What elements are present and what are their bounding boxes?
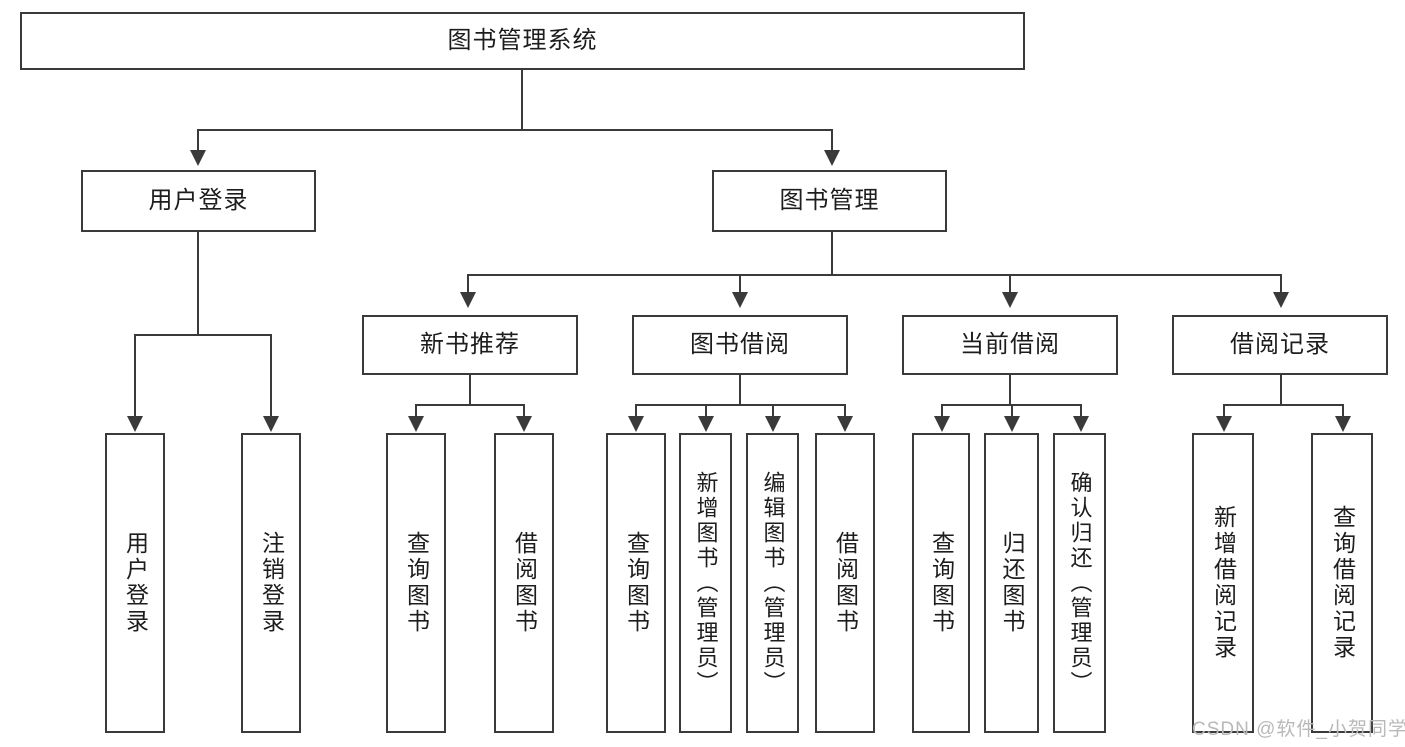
arrowhead-user-login-leaf-1 (127, 416, 143, 432)
connector-bm-to-current-borrow (1009, 274, 1011, 294)
leaf-current-borrow-1[interactable]: 查询图书 (912, 433, 970, 733)
arrowhead-bm-to-current-borrow (1002, 292, 1018, 308)
leaf-book-borrow-3[interactable]: 编辑图书（管理员） (746, 433, 799, 733)
connector-new-book-to-leaf-1 (415, 404, 417, 418)
leaf-new-book-recommend-1[interactable]: 查询图书 (386, 433, 446, 733)
leaf-label: 新增借阅记录 (1210, 505, 1237, 661)
arrowhead-book-borrow-leaf-3 (765, 416, 781, 432)
leaf-book-borrow-4[interactable]: 借阅图书 (815, 433, 875, 733)
node-new-book-recommend[interactable]: 新书推荐 (362, 315, 578, 375)
node-label: 图书管理系统 (447, 26, 598, 54)
leaf-label: 确认归还（管理员） (1067, 470, 1093, 696)
leaf-label: 借阅图书 (832, 531, 859, 635)
connector-book-borrow-to-leaf-1 (635, 404, 637, 418)
watermark-text: CSDN @软件_小贺同学 (1192, 719, 1405, 740)
connector-borrow-record-bar (1223, 404, 1343, 406)
connector-new-book-to-leaf-2 (523, 404, 525, 418)
leaf-borrow-record-1[interactable]: 新增借阅记录 (1192, 433, 1254, 733)
leaf-label: 用户登录 (122, 531, 149, 635)
leaf-label: 查询图书 (928, 531, 955, 635)
connector-current-borrow-stem (1009, 375, 1011, 406)
arrowhead-current-borrow-leaf-1 (934, 416, 950, 432)
leaf-label: 查询图书 (403, 531, 430, 635)
leaf-label: 新增图书（管理员） (693, 470, 719, 696)
connector-borrow-record-to-leaf-1 (1223, 404, 1225, 418)
connector-bm-to-borrow-record (1280, 274, 1282, 294)
connector-current-borrow-to-leaf-2 (1011, 404, 1013, 418)
node-user-login[interactable]: 用户登录 (81, 170, 316, 232)
connector-user-login-bar (134, 334, 271, 336)
leaf-label: 借阅图书 (511, 531, 538, 635)
connector-book-management-bar (467, 274, 1282, 276)
connector-bm-to-new-book (467, 274, 469, 294)
connector-book-borrow-stem (739, 375, 741, 406)
node-root-book-management-system[interactable]: 图书管理系统 (20, 12, 1025, 70)
node-label: 图书管理 (779, 186, 880, 214)
connector-root-to-book-management (831, 129, 833, 152)
connector-book-borrow-to-leaf-3 (772, 404, 774, 418)
connector-root-to-user-login (197, 129, 199, 152)
leaf-book-borrow-1[interactable]: 查询图书 (606, 433, 666, 733)
leaf-label: 注销登录 (258, 531, 285, 635)
leaf-label: 查询借阅记录 (1329, 505, 1356, 661)
connector-book-borrow-to-leaf-2 (705, 404, 707, 418)
connector-user-login-to-leaf-2 (270, 334, 272, 418)
node-label: 用户登录 (148, 186, 249, 214)
arrowhead-bm-to-book-borrow (732, 292, 748, 308)
connector-borrow-record-to-leaf-2 (1342, 404, 1344, 418)
connector-new-book-bar (415, 404, 524, 406)
arrowhead-new-book-leaf-1 (408, 416, 424, 432)
leaf-new-book-recommend-2[interactable]: 借阅图书 (494, 433, 554, 733)
node-current-borrow[interactable]: 当前借阅 (902, 315, 1118, 375)
leaf-label: 归还图书 (999, 531, 1025, 635)
leaf-current-borrow-3[interactable]: 确认归还（管理员） (1053, 433, 1106, 733)
arrowhead-current-borrow-leaf-3 (1073, 416, 1089, 432)
leaf-user-login-1[interactable]: 用户登录 (105, 433, 165, 733)
connector-current-borrow-to-leaf-1 (941, 404, 943, 418)
connector-bm-to-book-borrow (739, 274, 741, 294)
node-borrow-record[interactable]: 借阅记录 (1172, 315, 1388, 375)
arrowhead-new-book-leaf-2 (516, 416, 532, 432)
connector-user-login-stem (197, 232, 199, 335)
node-label: 借阅记录 (1230, 330, 1330, 358)
arrowhead-current-borrow-leaf-2 (1004, 416, 1020, 432)
node-book-management[interactable]: 图书管理 (712, 170, 947, 232)
arrowhead-book-borrow-leaf-2 (698, 416, 714, 432)
leaf-current-borrow-2[interactable]: 归还图书 (984, 433, 1039, 733)
arrowhead-book-borrow-leaf-4 (837, 416, 853, 432)
arrowhead-borrow-record-leaf-2 (1335, 416, 1351, 432)
connector-root-bar (197, 129, 833, 131)
node-label: 新书推荐 (420, 330, 520, 358)
csdn-watermark: CSDN @软件_小贺同学 (1192, 714, 1405, 741)
node-label: 图书借阅 (690, 330, 790, 358)
connector-book-borrow-to-leaf-4 (844, 404, 846, 418)
arrowhead-root-to-book-management (824, 150, 840, 166)
leaf-borrow-record-2[interactable]: 查询借阅记录 (1311, 433, 1373, 733)
leaf-label: 查询图书 (623, 531, 650, 635)
leaf-user-login-2[interactable]: 注销登录 (241, 433, 301, 733)
node-book-borrow[interactable]: 图书借阅 (632, 315, 848, 375)
connector-current-borrow-to-leaf-3 (1080, 404, 1082, 418)
arrowhead-bm-to-borrow-record (1273, 292, 1289, 308)
arrowhead-root-to-user-login (190, 150, 206, 166)
connector-new-book-stem (469, 375, 471, 406)
connector-book-management-stem (831, 232, 833, 276)
connector-root-stem (521, 70, 523, 130)
arrowhead-borrow-record-leaf-1 (1216, 416, 1232, 432)
connector-borrow-record-stem (1280, 375, 1282, 406)
arrowhead-bm-to-new-book (460, 292, 476, 308)
connector-user-login-to-leaf-1 (134, 334, 136, 418)
leaf-book-borrow-2[interactable]: 新增图书（管理员） (679, 433, 732, 733)
connector-book-borrow-bar (635, 404, 845, 406)
arrowhead-user-login-leaf-2 (263, 416, 279, 432)
node-label: 当前借阅 (960, 330, 1060, 358)
arrowhead-book-borrow-leaf-1 (628, 416, 644, 432)
leaf-label: 编辑图书（管理员） (760, 470, 786, 696)
